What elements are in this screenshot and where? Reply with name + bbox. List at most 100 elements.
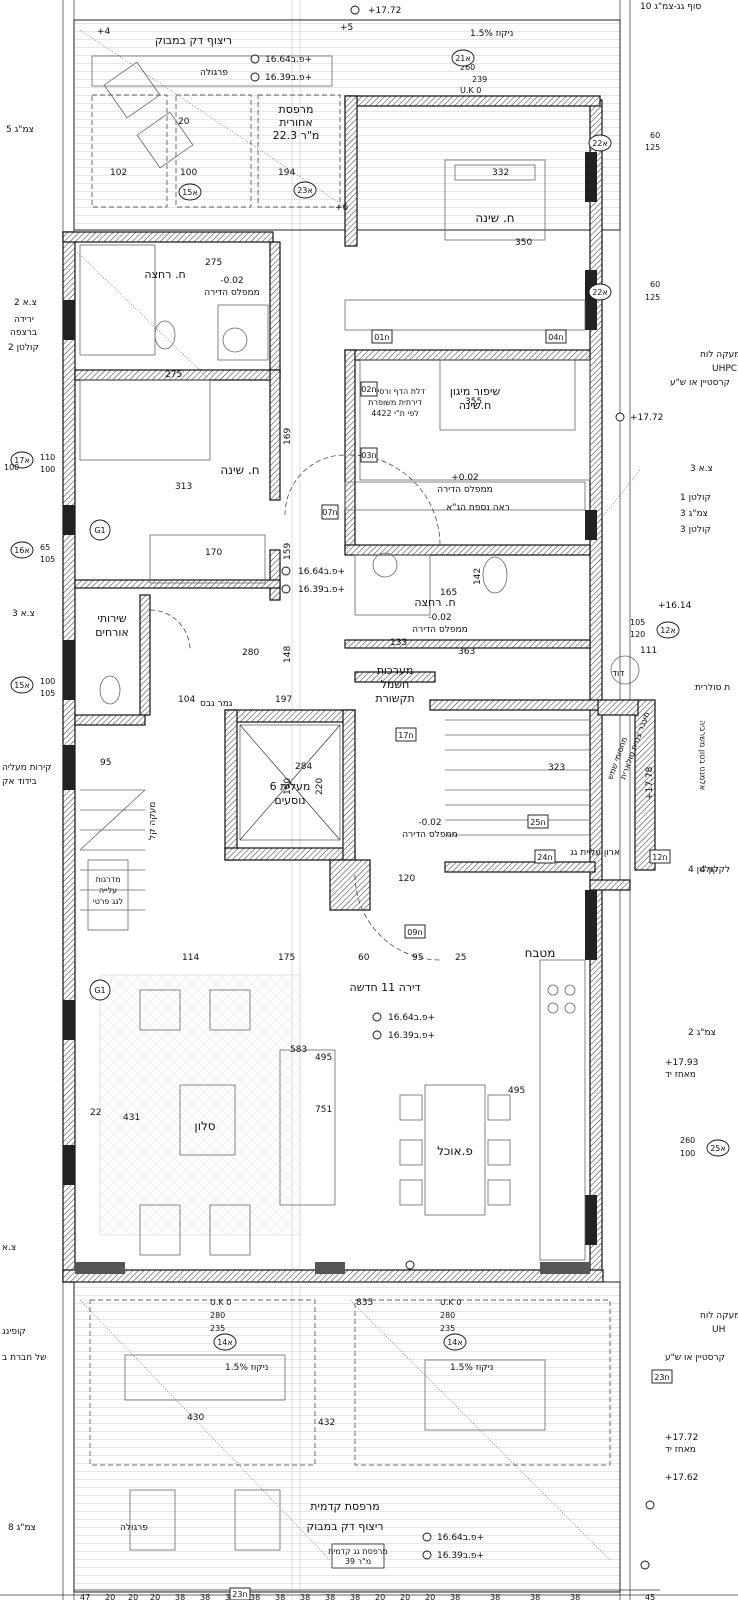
bath-left-level-1: -0.02 bbox=[220, 276, 243, 286]
tag-a22b: 22א bbox=[592, 288, 608, 297]
bdim-14: 20 bbox=[425, 1593, 435, 1600]
right-note-1: UHPC bbox=[712, 364, 737, 374]
tag-a03: 03ח bbox=[361, 451, 376, 460]
level-1664-bottom: פ.ב16.64+ bbox=[437, 1533, 484, 1543]
plus6-top: +6 bbox=[335, 203, 349, 213]
tag-marker: 15א bbox=[178, 183, 202, 201]
tag-marker: 16א bbox=[10, 541, 34, 559]
dim-751: 751 bbox=[315, 1105, 332, 1115]
bedroom-main-label: ח. שינה bbox=[475, 211, 514, 225]
dim-284: 284 bbox=[295, 762, 312, 772]
bottom-dims: 47 20 20 20 38 38 38 38 38 38 38 38 20 2… bbox=[80, 1593, 655, 1600]
bedroom-left-label: ח. שינה bbox=[220, 463, 259, 477]
right-note-0: מעקה לוח bbox=[700, 350, 738, 360]
dim-355: 355 bbox=[465, 397, 482, 407]
right-note-2: קרסטיין או ש"ע bbox=[670, 378, 730, 388]
dim-220: 220 bbox=[315, 778, 325, 795]
level-1772-right: +17.72 bbox=[630, 413, 663, 423]
r105: 105 bbox=[630, 618, 645, 627]
dim-102: 102 bbox=[110, 168, 127, 178]
dim-194: 194 bbox=[278, 168, 295, 178]
tag-a17n: 17ח bbox=[398, 731, 413, 740]
dim-583: 583 bbox=[290, 1045, 307, 1055]
tag-marker: 22א bbox=[588, 134, 612, 152]
bdim-17: 38 bbox=[530, 1593, 540, 1600]
bath-center-label: ח. רחצה bbox=[414, 596, 455, 609]
dim-25: 25 bbox=[455, 953, 466, 963]
tag-a14a: 14א bbox=[217, 1338, 233, 1347]
stair-flight-1: מדרגות bbox=[95, 875, 120, 884]
terrace-label-1: מרפסת bbox=[279, 103, 314, 116]
terrace-label-2: אחורית bbox=[279, 116, 312, 129]
left-note-2: ירידה bbox=[14, 315, 34, 325]
tag-marker: 22א bbox=[588, 283, 612, 301]
tag-a23b: 23ח bbox=[654, 1373, 669, 1382]
level-1614: +16.14 bbox=[658, 601, 692, 611]
right-note-11: צמ"ג 2 bbox=[688, 1028, 716, 1038]
level-1772-grab: +17.72 bbox=[665, 1433, 698, 1443]
tag-marker: 15א bbox=[10, 676, 34, 694]
dim-350: 350 bbox=[515, 238, 532, 248]
drain-left: ניקוז 1.5% bbox=[225, 1363, 268, 1373]
bdim-3: 20 bbox=[150, 1593, 160, 1600]
bdim-1: 20 bbox=[105, 1593, 115, 1600]
bdim-15: 38 bbox=[450, 1593, 460, 1600]
tag-a24: 24ח bbox=[537, 853, 552, 862]
bdim-4: 38 bbox=[175, 1593, 185, 1600]
door-note-2: דירתית משופרת bbox=[368, 398, 422, 407]
systems-3: תקשורת bbox=[375, 692, 414, 705]
furniture bbox=[74, 159, 641, 1261]
l105b: 105 bbox=[40, 689, 55, 698]
systems-2: חשמל bbox=[381, 678, 410, 691]
bdim-11: 38 bbox=[350, 1593, 360, 1600]
guest-wc-2: אורחים bbox=[95, 626, 129, 639]
tag-a01: 01ח bbox=[374, 333, 389, 342]
ceiling-label: מעקה קל bbox=[148, 802, 158, 840]
bdim-19: 45 bbox=[645, 1593, 655, 1600]
front-floor-label: ריצוף דק במבוק bbox=[306, 1520, 383, 1533]
tag-a09: 09ח bbox=[407, 928, 422, 937]
dim-495b: 495 bbox=[508, 1086, 525, 1096]
stair-flight-3: לגג פרטי bbox=[93, 897, 123, 906]
right-note-17: לקלון 4 bbox=[700, 865, 730, 875]
tag-a12n: 12ח bbox=[652, 853, 667, 862]
left-note-1: צ.א 2 bbox=[14, 298, 37, 308]
dim-95: 95 bbox=[100, 758, 111, 768]
living-label: סלון bbox=[194, 1119, 215, 1133]
tag-marker: 23א bbox=[293, 181, 317, 199]
r125b: 125 bbox=[645, 293, 660, 302]
level-1639-top: פ.ב16.39+ bbox=[265, 73, 312, 83]
level-1772-top: +17.72 bbox=[368, 6, 401, 16]
tag-a23c: 23ח bbox=[232, 1590, 247, 1599]
dining-label: פ.אוכל bbox=[437, 1144, 473, 1158]
dim-280: 280 bbox=[242, 648, 259, 658]
bdim-2: 20 bbox=[128, 1593, 138, 1600]
bdim-16: 38 bbox=[490, 1593, 500, 1600]
ukd-right-2: 280 bbox=[440, 1311, 455, 1320]
level-1664-top: פ.ב16.64+ bbox=[265, 55, 312, 65]
dim-275a: 275 bbox=[205, 258, 222, 268]
front-note-1: מרפסת גג קדמית bbox=[328, 1547, 388, 1556]
level-1664-living: פ.ב16.64+ bbox=[388, 1013, 435, 1023]
dim-20: 20 bbox=[178, 117, 190, 127]
bdim-10: 38 bbox=[325, 1593, 335, 1600]
dim-142: 142 bbox=[473, 568, 483, 585]
dim-313: 313 bbox=[175, 482, 192, 492]
right-note-3: צ.א 3 bbox=[690, 464, 713, 474]
dim-165: 165 bbox=[440, 588, 457, 598]
mamad-level-1: +0.02 bbox=[451, 473, 479, 483]
bdim-13: 20 bbox=[400, 1593, 410, 1600]
tag-marker: 12א bbox=[656, 621, 680, 639]
dim-60: 60 bbox=[358, 953, 370, 963]
plus4-top: +4 bbox=[97, 27, 111, 37]
elevator-1: מעלית 6 bbox=[270, 780, 311, 793]
mamad-label-2: ח.שינה bbox=[459, 399, 492, 412]
ukd-right-1: U.K 0 bbox=[440, 1298, 461, 1307]
l100b: 100 bbox=[40, 677, 55, 686]
tag-marker: 17א bbox=[10, 451, 34, 469]
front-pergola-label: פרגולה bbox=[120, 1523, 148, 1533]
tag-marker: G1 bbox=[89, 979, 111, 1001]
right-note-12: מעקה לוח bbox=[700, 1311, 738, 1321]
systems-1: מערכות bbox=[377, 664, 414, 677]
